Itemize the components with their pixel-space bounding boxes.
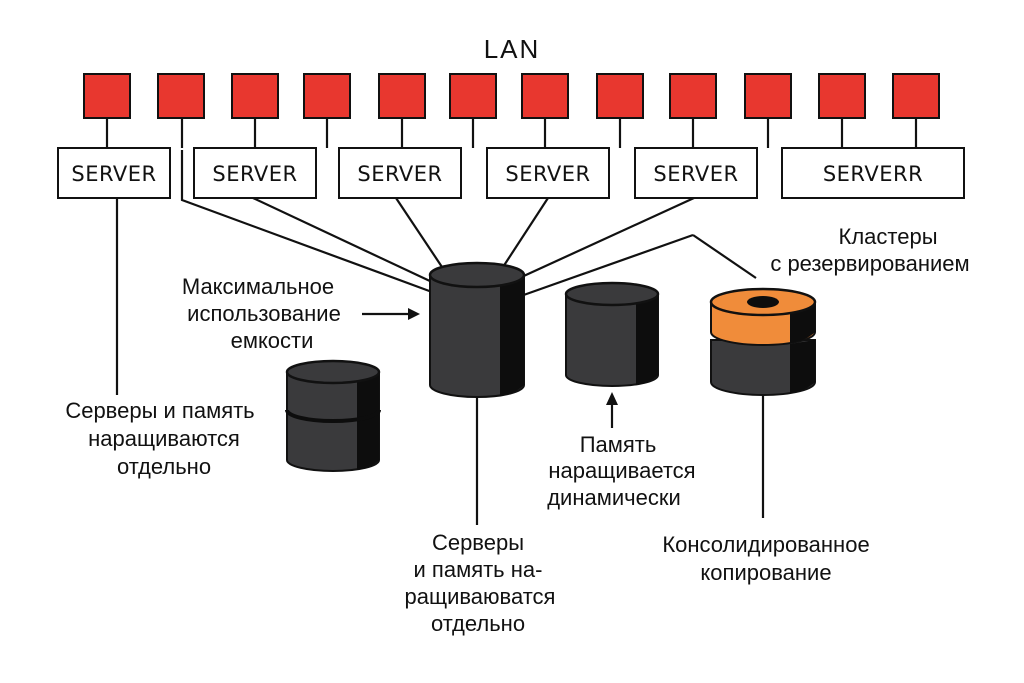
separate-storage-cylinder <box>285 359 381 472</box>
label-clusters: Кластеры с резервированием <box>770 224 969 276</box>
lan-node <box>378 73 426 119</box>
label-line: отдельно <box>431 611 525 636</box>
label-line: отдельно <box>117 454 211 479</box>
label-line: наращиваются <box>88 426 240 451</box>
lan-node <box>521 73 569 119</box>
label-line: динамически <box>547 485 681 510</box>
server-label: SERVER <box>653 162 738 186</box>
server-label: SERVERR <box>823 162 923 186</box>
lan-node <box>669 73 717 119</box>
label-dynamic: Память наращивается динамически <box>547 432 695 510</box>
label-line: Серверы <box>432 530 524 555</box>
label-line: емкости <box>231 328 314 353</box>
lan-nodes <box>83 73 940 119</box>
lan-node <box>596 73 644 119</box>
connection-lines <box>105 118 918 525</box>
lan-node <box>892 73 940 119</box>
central-storage-cylinder <box>428 261 526 398</box>
label-max-use: Максимальное использование емкости <box>182 274 341 353</box>
dynamic-storage-cylinder <box>564 281 660 387</box>
server-label: SERVER <box>212 162 297 186</box>
label-line: ращиваюватся <box>405 584 556 609</box>
server-label: SERVER <box>505 162 590 186</box>
label-line: копирование <box>700 560 831 585</box>
label-line: наращивается <box>548 458 695 483</box>
arrowheads <box>408 308 618 405</box>
label-line: Максимальное <box>182 274 334 299</box>
lan-node <box>744 73 792 119</box>
label-line: с резервированием <box>770 251 969 276</box>
label-line: Кластеры <box>839 224 938 249</box>
lan-node <box>449 73 497 119</box>
server-boxes: SERVER SERVER SERVER SERVER SERVER SERVE… <box>57 147 965 199</box>
lan-node <box>303 73 351 119</box>
server-box: SERVER <box>634 147 758 199</box>
label-line: Серверы и память <box>65 398 254 423</box>
label-line: Консолидированное <box>662 532 869 557</box>
label-line: Память <box>580 432 657 457</box>
server-label: SERVER <box>71 162 156 186</box>
lan-node <box>231 73 279 119</box>
label-separate-center: Серверы и память на- ращиваюватся отдель… <box>405 530 556 636</box>
server-box: SERVER <box>486 147 610 199</box>
lan-node <box>818 73 866 119</box>
lan-node <box>157 73 205 119</box>
label-separate-left: Серверы и память наращиваются отдельно <box>65 398 254 479</box>
server-box: SERVER <box>193 147 317 199</box>
label-line: и память на- <box>414 557 543 582</box>
label-line: использование <box>187 301 341 326</box>
lan-node <box>83 73 131 119</box>
server-box: SERVER <box>57 147 171 199</box>
label-consolidated: Консолидированное копирование <box>662 532 869 585</box>
server-label: SERVER <box>357 162 442 186</box>
server-box: SERVERR <box>781 147 965 199</box>
server-box: SERVER <box>338 147 462 199</box>
cluster-storage-cylinder <box>709 287 817 396</box>
lan-title: LAN <box>484 34 541 64</box>
ring-hole <box>747 296 779 308</box>
